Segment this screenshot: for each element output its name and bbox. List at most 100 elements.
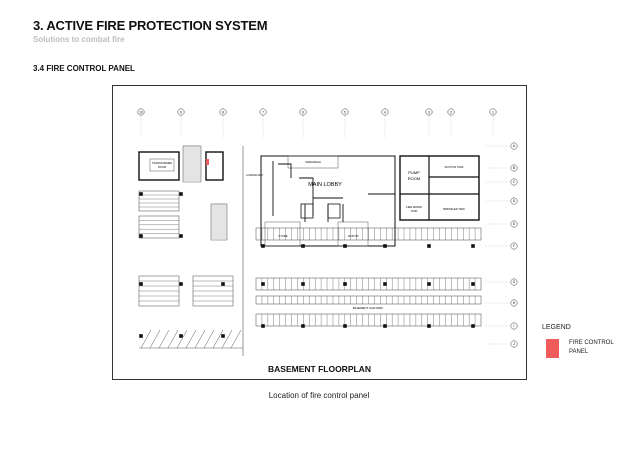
row-marker (510, 278, 518, 286)
column-label: 10 (139, 110, 143, 114)
column-pillar (427, 244, 431, 248)
column-label: 8 (222, 110, 224, 114)
column-marker (381, 108, 389, 116)
room-label-store: STORE (279, 234, 288, 238)
column-pillar (261, 324, 265, 328)
column-label: 5 (344, 110, 346, 114)
room-label-car-park: BASEMENT CAR PARK (353, 306, 383, 310)
staircase-center (210, 203, 228, 241)
column-pillar (139, 234, 143, 238)
row-label: E (513, 222, 515, 226)
room-label-main-lobby: MAIN LOBBY (308, 182, 342, 188)
column-pillar (221, 334, 225, 338)
row-label: B (513, 166, 515, 170)
floorplan-title: BASEMENT FLOORPLAN (268, 364, 371, 374)
column-marker (425, 108, 433, 116)
column-pillar (427, 324, 431, 328)
column-pillar (301, 282, 305, 286)
column-pillar (179, 334, 183, 338)
row-label: C (513, 180, 516, 184)
page-subtitle: Solutions to combat fire (33, 35, 125, 44)
row-marker (510, 164, 518, 172)
room-label-transformer-2: ROOM (158, 165, 166, 169)
room-label-transformer-1: TRANSFORMER (152, 161, 172, 165)
column-pillar (139, 282, 143, 286)
row-marker (510, 322, 518, 330)
diagonal-bay (149, 329, 161, 349)
column-pillar (139, 192, 143, 196)
transformer-building: TRANSFORMER ROOM (138, 151, 180, 181)
fire-control-panel-marker (206, 159, 209, 165)
diagonal-bay (176, 329, 188, 349)
fire-control-room (205, 151, 224, 181)
column-pillar (179, 192, 183, 196)
diagonal-bay (212, 329, 224, 349)
diagonal-bay (167, 329, 179, 349)
legend-title: LEGEND (542, 324, 571, 331)
column-marker (219, 108, 227, 116)
page-title: 3. ACTIVE FIRE PROTECTION SYSTEM (33, 18, 268, 33)
main-building: VERANDAH MAIN LOBBY LOADING BAY STORE JA… (246, 155, 396, 247)
row-marker (510, 340, 518, 348)
column-label: 2 (450, 110, 452, 114)
column-label: 4 (384, 110, 386, 114)
section-heading: 3.4 FIRE CONTROL PANEL (33, 64, 135, 73)
pump-tank-block: PUMP ROOM SUCTION TANK SPRINKLER TANK FI… (399, 155, 480, 221)
diagonal-bay (194, 329, 206, 349)
room-label-suction: SUCTION TANK (444, 165, 463, 169)
column-pillar (139, 334, 143, 338)
column-pillar (179, 282, 183, 286)
room-label-fire-water-2: TANK (411, 209, 418, 213)
room-label-janitor: JANITOR (347, 234, 358, 238)
column-label: 7 (262, 110, 264, 114)
column-label: 9 (180, 110, 182, 114)
staircase-left (182, 145, 202, 183)
column-marker (137, 108, 145, 116)
column-label: 6 (302, 110, 304, 114)
column-pillar (383, 244, 387, 248)
room-label-loading-bay: LOADING BAY (246, 173, 264, 177)
row-label: F (513, 244, 515, 248)
room-label-verandah: VERANDAH (305, 160, 321, 164)
column-pillar (301, 244, 305, 248)
column-pillar (261, 244, 265, 248)
legend-swatch (546, 339, 559, 358)
column-marker (177, 108, 185, 116)
row-marker (510, 178, 518, 186)
row-marker (510, 242, 518, 250)
diagonal-bay (185, 329, 197, 349)
diagonal-parking (139, 329, 243, 349)
row-label: G (513, 280, 516, 284)
column-pillar (221, 282, 225, 286)
diagonal-bay (221, 329, 233, 349)
row-label: J (513, 342, 515, 346)
column-marker (259, 108, 267, 116)
column-pillar (383, 324, 387, 328)
column-pillar (261, 282, 265, 286)
parking-column (138, 190, 180, 212)
diagonal-bay (203, 329, 215, 349)
parking-column (138, 215, 180, 239)
column-marker (341, 108, 349, 116)
row-marker (510, 299, 518, 307)
row-label: A (513, 144, 516, 148)
column-marker (447, 108, 455, 116)
legend-item-label: FIRE CONTROL PANEL (569, 340, 614, 355)
column-pillar (471, 324, 475, 328)
column-label: 3 (428, 110, 430, 114)
column-pillar (301, 324, 305, 328)
row-label: H (513, 301, 516, 305)
column-pillar (343, 324, 347, 328)
diagonal-bay (158, 329, 170, 349)
row-label: I (514, 324, 515, 328)
column-pillar (343, 282, 347, 286)
column-marker (489, 108, 497, 116)
row-label: D (513, 199, 516, 203)
column-pillar (471, 244, 475, 248)
figure-caption: Location of fire control panel (268, 391, 370, 400)
room-label-fire-water-1: FIRE WATER (406, 205, 422, 209)
room-label-pump-1: PUMP (408, 170, 420, 175)
